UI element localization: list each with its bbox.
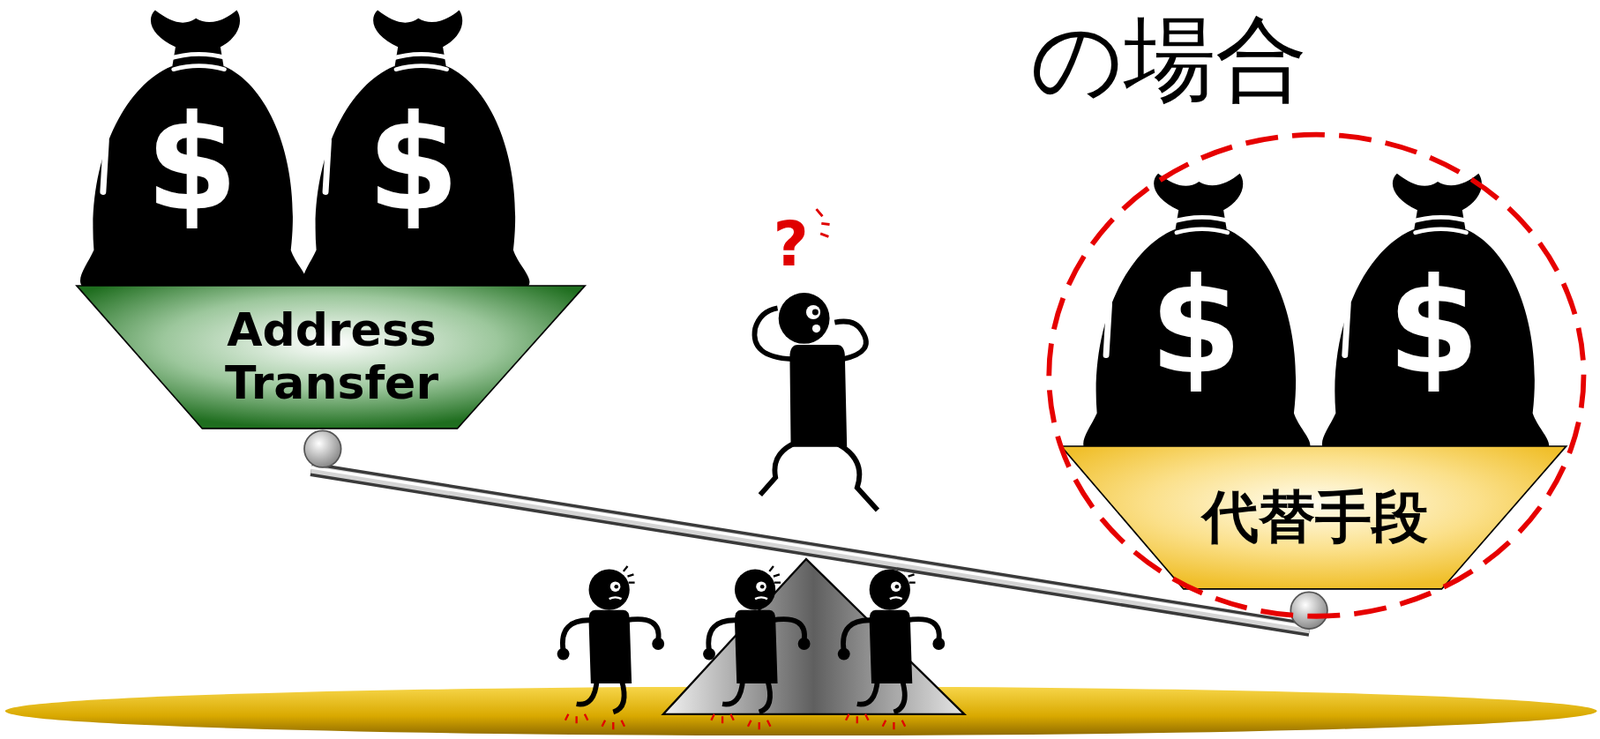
dashed-highlight-circle (1048, 134, 1584, 617)
figure-pupil (812, 309, 819, 316)
figure-eye (806, 305, 821, 320)
currency-symbol: $ (1150, 260, 1243, 393)
scale-pan: Address Transfer (76, 285, 587, 470)
pushing-figure (837, 566, 945, 730)
money-bag (302, 10, 530, 286)
pivot-ball (1290, 591, 1328, 629)
confused-figure (754, 209, 877, 510)
money-bag (1083, 173, 1310, 449)
scale-pan: 代替手段 (1061, 446, 1569, 630)
highlight (1048, 134, 1584, 617)
figure-leg (760, 441, 801, 495)
pan-label: 代替手段 (1163, 446, 1467, 590)
currency-symbol: $ (1387, 260, 1481, 393)
currency-symbol: $ (366, 97, 460, 230)
heading: の場合 (1030, 13, 1308, 105)
question-mark: ? (772, 214, 808, 276)
pushing-figure (702, 566, 810, 730)
pan-trapezoid (76, 285, 585, 429)
surprise-marks (816, 209, 830, 237)
scene (5, 10, 1598, 737)
pushing-figure (557, 566, 665, 730)
figure-mouth (812, 324, 821, 333)
money-bag (80, 10, 307, 286)
pan-label: Address Transfer (178, 285, 485, 429)
figure-body (789, 344, 847, 448)
currency-symbol: $ (145, 97, 239, 230)
pivot-ball (304, 430, 342, 468)
figure-leg (831, 441, 878, 511)
money-bag (1322, 173, 1549, 449)
figure-head (778, 292, 830, 344)
pan-trapezoid (1061, 446, 1567, 590)
